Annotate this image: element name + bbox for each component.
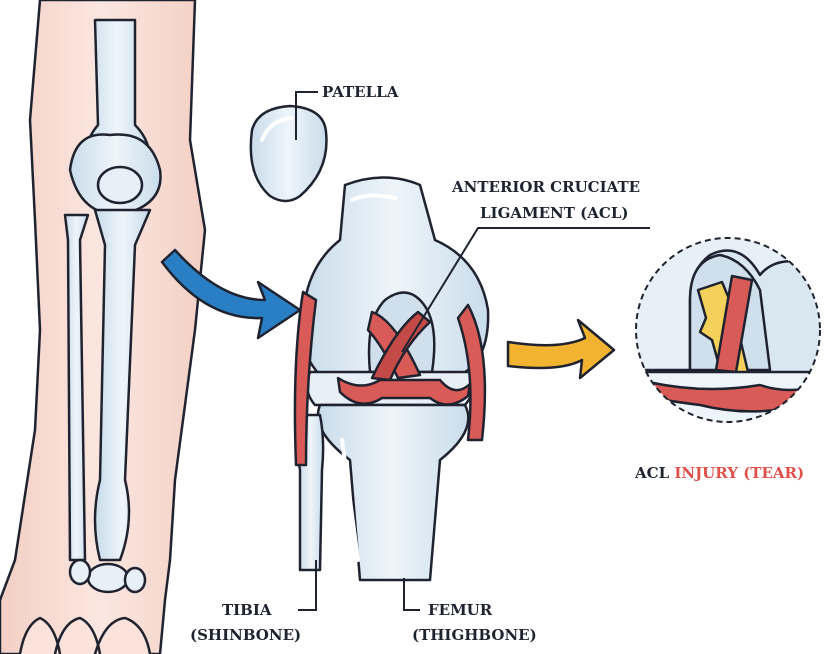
patella-label: PATELLA <box>322 83 399 101</box>
femur-label-line1: FEMUR <box>428 601 493 619</box>
acl-injury-prefix: ACL <box>634 464 674 482</box>
acl-label-line1: ANTERIOR CRUCIATE <box>451 178 640 196</box>
tibia-shaft <box>318 405 468 580</box>
kneecap <box>98 167 142 203</box>
acl-label-line2: LIGAMENT (ACL) <box>480 204 628 222</box>
patella-illustration <box>251 106 327 201</box>
acl-tear-closeup <box>630 230 828 430</box>
leg-illustration <box>0 0 205 654</box>
acl-injury-label: ACL INJURY (TEAR) <box>634 464 804 482</box>
orange-arrow-icon <box>508 320 614 378</box>
acl-injury-highlight: INJURY (TEAR) <box>674 464 804 482</box>
tibia-label-line1: TIBIA <box>222 601 272 619</box>
knee-illustration <box>295 178 488 581</box>
toes <box>20 618 150 654</box>
ankle-bone <box>88 564 128 592</box>
femur-label-line2: (THIGHBONE) <box>412 626 537 644</box>
femur-leader-line <box>404 578 420 610</box>
tibia-label-line2: (SHINBONE) <box>190 626 301 644</box>
